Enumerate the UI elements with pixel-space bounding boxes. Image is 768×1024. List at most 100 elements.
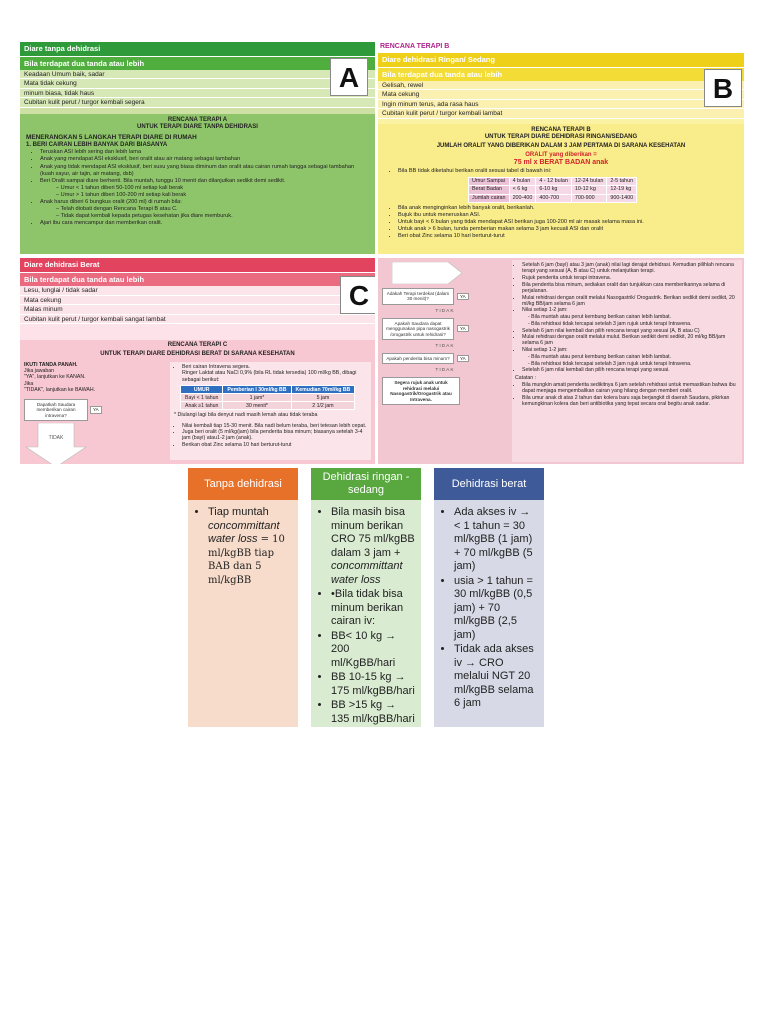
- oralit-callout-line-2: 75 ml x BERAT BADAN anak: [513, 159, 609, 167]
- panel-b-header: Diare dehidrasi Ringan/ Sedang: [378, 53, 744, 67]
- ya-tag: YA: [90, 406, 102, 415]
- column-item: BB< 10 kg → 200 ml/KgBB/hari: [331, 630, 415, 671]
- down-arrow-icon: [392, 262, 462, 284]
- plan-a-step-1: 1. BERI CAIRAN LEBIH BANYAK DARI BIASANY…: [26, 142, 168, 149]
- table-cell: 2-5 tahun: [606, 177, 638, 187]
- plan-b-item: Untuk anak > 6 bulan, tunda pemberian ma…: [398, 226, 738, 233]
- iv-note: * Diulangi lagi bila denyut nadi masih l…: [174, 412, 318, 419]
- panel-b-subheader: Bila terdapat dua tanda atau lebih: [378, 67, 744, 81]
- plan-a-title: RENCANA TERAPI A: [167, 117, 228, 123]
- panel-b-mild-dehydration: RENCANA TERAPI B Diare dehidrasi Ringan/…: [378, 42, 744, 254]
- flow-row-2: Apakah Saudara dapat menggunakan pipa na…: [382, 317, 508, 341]
- diarrhea-therapy-poster: Diare tanpa dehidrasi Bila terdapat dua …: [20, 42, 744, 464]
- panel-a-subheader: Bila terdapat dua tanda atau lebih: [20, 56, 375, 70]
- plan-c-title-2: UNTUK TERAPI DIARE DEHIDRASI BERAT DI SA…: [100, 351, 295, 357]
- referral-item: Rujuk penderita untuk terapi intravena.: [522, 275, 739, 281]
- panel-a-header: Diare tanpa dehidrasi: [20, 42, 375, 56]
- tidak-label: TIDAK: [435, 308, 455, 314]
- column-no-dehydration: Tanpa dehidrasi Tiap muntah concommittan…: [188, 468, 298, 727]
- table-cell: Anak ≥1 tahun: [179, 401, 224, 411]
- panel-c-sign: Cubitan kulit perut / turgor kembali san…: [20, 314, 375, 325]
- table-header-cell: UMUR: [179, 385, 224, 395]
- table-cell: Berat Badan: [468, 185, 510, 195]
- table-cell: 1 jam*: [222, 393, 292, 403]
- panel-a-sign: Cubitan kulit perut / turgor kembali seg…: [20, 98, 375, 108]
- panel-c-severe-dehydration: Diare dehidrasi Berat Bila terdapat dua …: [20, 258, 375, 464]
- ya-tag: YA: [457, 355, 469, 363]
- referral-item: Setelah 6 jam nilai kembali dan pilih re…: [522, 328, 739, 334]
- plan-c-title: RENCANA TERAPI C: [167, 342, 228, 348]
- column-item: Bila masih bisa minum berikan CRO 75 ml/…: [331, 506, 415, 587]
- flow-row-3: Apakah penderita bisa minum? YA: [382, 353, 508, 365]
- panel-b-sign: Gelisah, rewel: [378, 81, 744, 91]
- table-cell: < 6 kg: [508, 185, 537, 195]
- panel-b-sign: Ingin minum terus, ada rasa haus: [378, 99, 744, 110]
- table-cell: 6-10 kg: [535, 185, 572, 195]
- oralit-callout: ORALIT yang diberikan = 75 ml x BERAT BA…: [501, 152, 621, 166]
- panel-referral-flow: Adakah Terapi terdekat (dalam 30 menit)?…: [378, 258, 744, 464]
- table-cell: 5 jam: [290, 393, 356, 403]
- referral-subitem: - Bila muntah atau perut kembung berikan…: [528, 314, 672, 321]
- column-header: Dehidrasi ringan - sedang: [311, 468, 421, 500]
- plan-a-subitem: – Tidak dapat kembali kepada petugas kes…: [56, 213, 233, 220]
- panel-a-sign: minum biasa, tidak haus: [20, 88, 375, 99]
- table-row: Jumlah cairan 200-400 400-700 700-900 90…: [468, 193, 638, 203]
- table-cell: 400-700: [535, 193, 572, 203]
- column-body: Ada akses iv → < 1 tahun = 30 ml/kgBB (1…: [434, 500, 544, 727]
- plan-c-iv-desc: Ringer Laktat atau NaCl 0,9% (bila RL ti…: [182, 370, 357, 383]
- panel-b-sign: Cubitan kulit perut / turgor kembali lam…: [378, 109, 744, 119]
- plan-c-item: Beri cairan Intravena segera.: [182, 364, 367, 370]
- plan-b-body: RENCANA TERAPI B UNTUK TERAPI DIARE DEHI…: [378, 124, 744, 254]
- column-header: Tanpa dehidrasi: [188, 468, 298, 500]
- column-item: Tiap muntah concommittant water loss = 1…: [208, 506, 292, 587]
- referral-item: Nilai setiap 1-2 jam:: [522, 347, 739, 353]
- plan-c-item: Nilai kembali tiap 15-30 menit. Bila nad…: [182, 423, 367, 429]
- table-cell: 4 - 12 bulan: [535, 177, 572, 187]
- plan-a-subitem: – Telah diobati dengan Rencana Terapi B …: [56, 206, 178, 213]
- table-cell: Jumlah cairan: [468, 193, 510, 203]
- referral-item: Setelah 6 jam nilai kembali dan pilih re…: [522, 367, 739, 373]
- table-row: Bayi < 1 tahun 1 jam* 5 jam: [179, 393, 356, 403]
- referral-subitem: - Bila rehidrasi tidak tercapai setelah …: [528, 360, 692, 367]
- column-item: BB 10-15 kg → 175 ml/kgBB/hari: [331, 671, 415, 698]
- referral-item: Mulai rehidrasi dengan oralit melalui mu…: [522, 334, 739, 346]
- ya-tag: YA: [457, 292, 469, 300]
- ya-tag: YA: [457, 325, 469, 333]
- question-nasogastric: Apakah Saudara dapat menggunakan pipa na…: [382, 317, 454, 341]
- table-row: Anak ≥1 tahun 30 menit* 2 1/2 jam: [179, 401, 356, 411]
- plan-a-body: RENCANA TERAPI A UNTUK TERAPI DIARE TANP…: [20, 114, 375, 254]
- table-cell: 12-24 bulan: [570, 177, 608, 187]
- plan-c-flow: IKUTI TANDA PANAH. Jika jawaban "YA", la…: [24, 362, 164, 464]
- panel-c-sign: Lesu, lunglai / tidak sadar: [20, 286, 375, 296]
- column-item: Tidak ada akses iv → CRO melalui NGT 20 …: [454, 643, 538, 711]
- plan-a-title-2: UNTUK TERAPI DIARE TANPA DEHIDRASI: [137, 124, 258, 131]
- panel-a-no-dehydration: Diare tanpa dehidrasi Bila terdapat dua …: [20, 42, 375, 254]
- panel-a-sign: Keadaan Umum baik, sadar: [20, 70, 375, 80]
- plan-a-subitem: – Umur > 1 tahun diberi 100-200 ml setia…: [56, 191, 187, 198]
- panel-b-sign: Mata cekung: [378, 90, 744, 100]
- catatan-item: Bila umur anak di atas 2 tahun dan koler…: [522, 395, 739, 407]
- table-cell: 900-1400: [606, 193, 638, 203]
- referral-item: Bila penderita bisa minum, sediakan oral…: [522, 282, 739, 294]
- plan-b-item: Bila anak menginginkan lebih banyak oral…: [398, 205, 738, 212]
- plan-a-subitem: – Umur < 1 tahun diberi 50-100 ml setiap…: [56, 184, 184, 191]
- oralit-table: Umur Sampai 4 bulan 4 - 12 bulan 12-24 b…: [468, 177, 638, 203]
- question-can-drink: Apakah penderita bisa minum?: [382, 353, 454, 365]
- flow-row-1: Adakah Terapi terdekat (dalam 30 menit)?…: [382, 288, 508, 305]
- catatan-item: Bila mungkin amati penderita sedikitnya …: [522, 382, 739, 394]
- plan-b-item: Untuk bayi < 6 bulan yang tidak mendapat…: [398, 219, 738, 226]
- table-cell: 4 bulan: [508, 177, 537, 187]
- panel-b-top-label: RENCANA TERAPI B: [378, 42, 744, 53]
- refer-immediately-box: Segera rujuk anak untuk rehidrasi melalu…: [382, 377, 460, 406]
- plan-a-item: Beri Oralit sampai diare berhenti. Bila …: [40, 178, 369, 185]
- column-item: •Bila tidak bisa minum berikan cairan iv…: [331, 588, 415, 629]
- tidak-label: TIDAK: [49, 435, 64, 441]
- plan-b-title: RENCANA TERAPI B: [531, 127, 591, 133]
- panel-a-sign: Mata tidak cekung: [20, 79, 375, 89]
- plan-c-body: RENCANA TERAPI C UNTUK TERAPI DIARE DEHI…: [20, 340, 375, 464]
- referral-item: Mulai rehidrasi dengan oralit melalui Na…: [522, 295, 739, 307]
- plan-b-item: Bujuk ibu untuk meneruskan ASI.: [398, 212, 738, 219]
- column-item: usia > 1 tahun = 30 ml/kgBB (0,5 jam) + …: [454, 575, 538, 643]
- follow-text: "YA", lanjutkan ke KANAN.: [24, 374, 86, 381]
- plan-b-item: Beri obat Zinc selama 10 hari berturut-t…: [398, 233, 738, 240]
